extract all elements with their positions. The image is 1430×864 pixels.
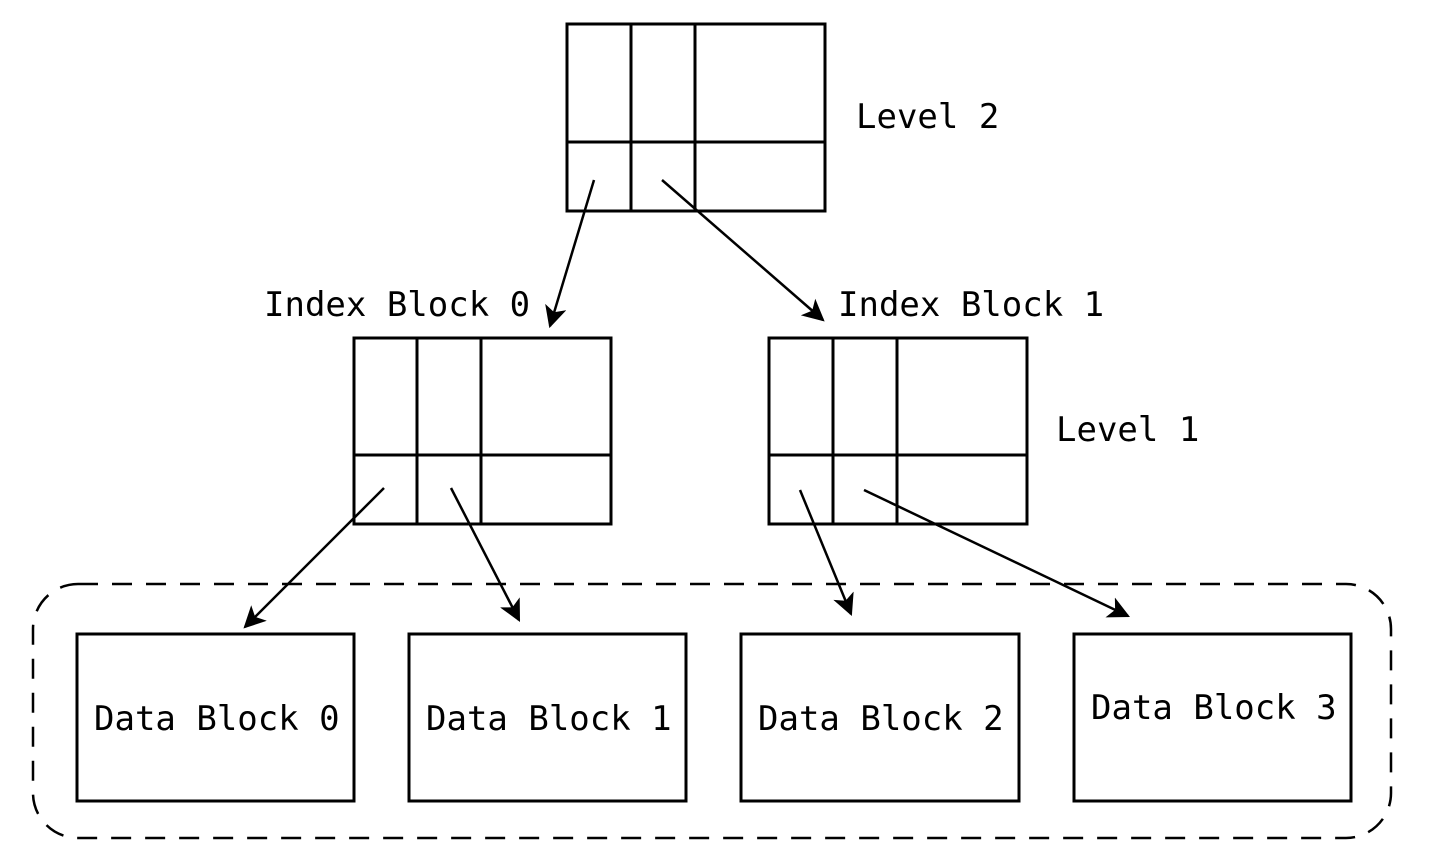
data-block-2: Data Block 2: [739, 632, 1021, 803]
data-block-0-label: Data Block 0: [94, 699, 340, 739]
arrow-index-block-1-to-data-block-2: [798, 489, 854, 617]
arrow-level2-to-index-block-0: [545, 179, 596, 329]
data-block-0: Data Block 0: [75, 632, 356, 803]
data-block-1: Data Block 1: [407, 632, 688, 803]
data-block-2-label: Data Block 2: [758, 699, 1004, 739]
arrow-level2-to-index-block-1: [661, 179, 825, 322]
arrow-index-block-0-to-data-block-1: [449, 487, 521, 622]
level2-label: Level 2: [856, 97, 999, 137]
index-block-1-label: Index Block 1: [838, 285, 1104, 325]
level2-block: [565, 22, 827, 213]
level1-label: Level 1: [1056, 410, 1199, 450]
arrow-index-block-1-to-data-block-3: [863, 488, 1130, 618]
data-block-3: Data Block 3: [1072, 632, 1353, 803]
index-block-0: [352, 336, 613, 526]
index-block-0-label: Index Block 0: [264, 285, 530, 325]
index-block-1: [767, 336, 1029, 526]
data-blocks-group: [31, 582, 1393, 840]
arrow-index-block-0-to-data-block-0: [243, 487, 385, 629]
data-block-1-label: Data Block 1: [426, 699, 672, 739]
data-block-3-label: Data Block 3: [1091, 688, 1337, 728]
